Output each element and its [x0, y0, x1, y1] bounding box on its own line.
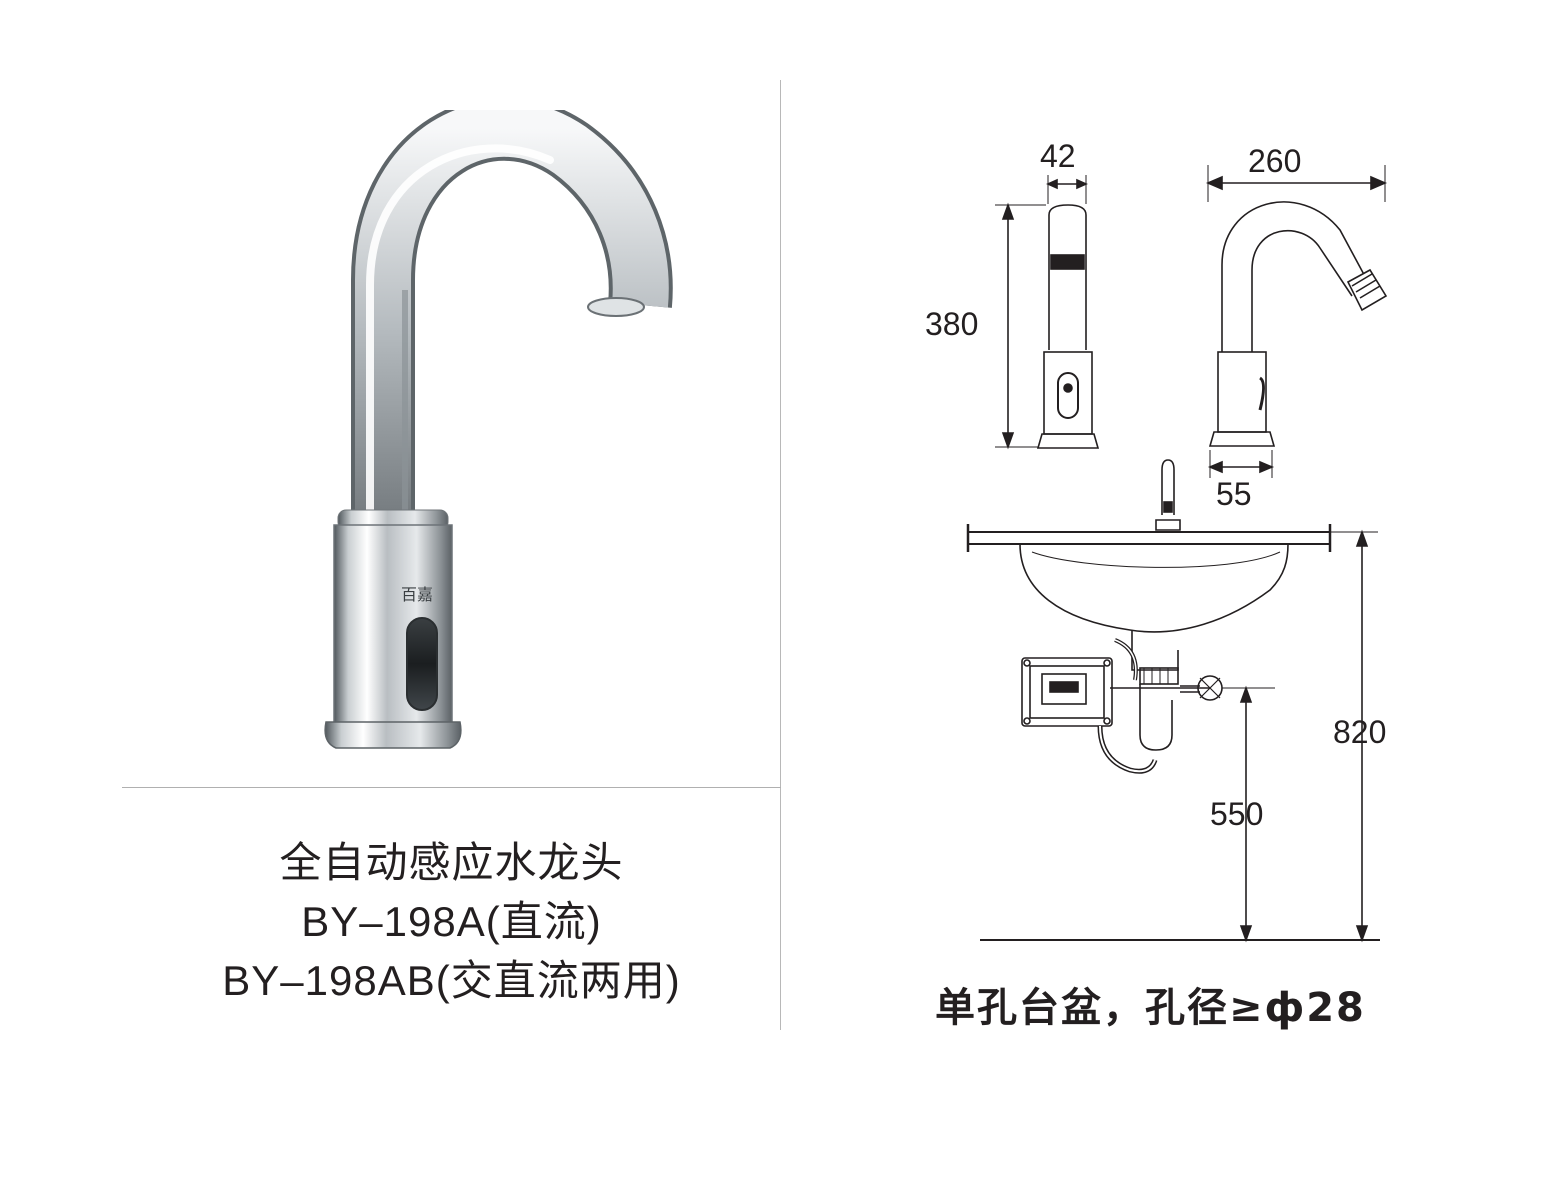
- sensor-window: [406, 617, 438, 711]
- dim-spout-reach: 260: [1248, 143, 1302, 179]
- brand-mark: 百嘉: [401, 585, 433, 604]
- vertical-divider: [780, 80, 781, 1030]
- model-acdc: BY–198AB(交直流两用): [222, 957, 681, 1004]
- front-view-faucet: [1036, 204, 1100, 449]
- side-view-faucet: [1208, 201, 1388, 447]
- horizontal-divider: [122, 787, 781, 788]
- dim-base-diameter: 55: [1216, 476, 1252, 512]
- product-name: 全自动感应水龙头: [279, 838, 624, 887]
- faucet-product-photo: 百嘉: [324, 110, 673, 749]
- installation-diagram: [966, 165, 1388, 943]
- basin-assembly: [966, 459, 1380, 941]
- dim-front-width: 42: [1040, 138, 1076, 174]
- dim-height: 380: [925, 306, 979, 342]
- dim-total-height: 820: [1333, 714, 1387, 750]
- installation-note: 单孔台盆，孔径≥ф28: [935, 985, 1366, 1031]
- dim-mount-height: 550: [1210, 796, 1264, 832]
- model-dc: BY–198A(直流): [301, 898, 602, 945]
